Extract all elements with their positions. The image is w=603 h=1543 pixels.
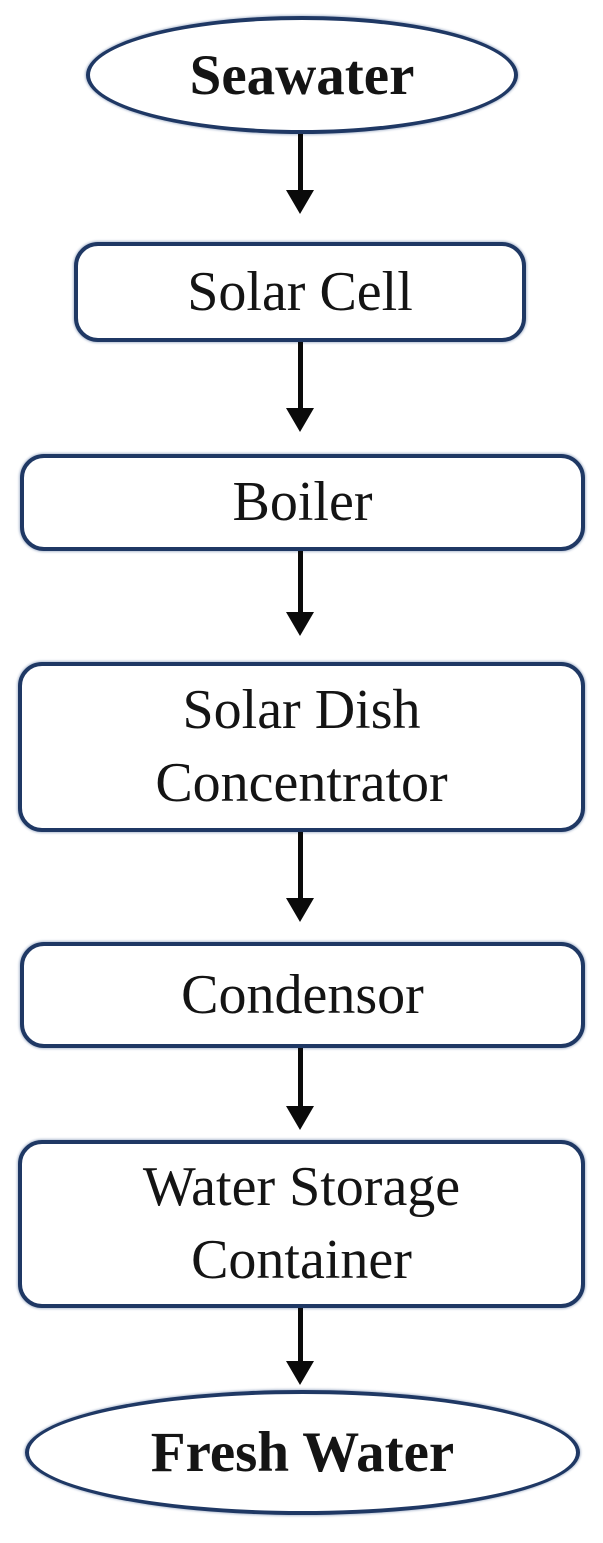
node-solar-cell: Solar Cell [74,242,526,342]
arrow-head-icon [286,612,314,636]
node-solar-cell-label: Solar Cell [187,260,413,323]
arrow-head-icon [286,898,314,922]
node-fresh-water-label: Fresh Water [150,1421,455,1484]
flow-arrow-6 [284,1308,316,1385]
arrow-head-icon [286,1361,314,1385]
node-solar-dish-concentrator-label: Solar Dish Concentrator [155,679,448,814]
node-seawater: Seawater [86,16,518,134]
flow-arrow-4 [284,832,316,922]
arrow-stem [297,832,303,898]
arrow-head-icon [286,1106,314,1130]
node-water-storage-container-label: Water Storage Container [142,1156,461,1291]
node-condensor: Condensor [20,942,585,1048]
arrow-stem [297,1308,303,1361]
node-seawater-label: Seawater [189,43,415,107]
flow-arrow-2 [284,342,316,432]
flow-arrow-5 [284,1048,316,1130]
arrow-stem [297,342,303,408]
arrow-head-icon [286,190,314,214]
node-boiler-label: Boiler [232,471,373,534]
node-boiler: Boiler [20,454,585,551]
arrow-stem [297,1048,303,1106]
flow-arrow-3 [284,551,316,636]
node-solar-dish-concentrator: Solar Dish Concentrator [18,662,585,832]
arrow-head-icon [286,408,314,432]
node-fresh-water: Fresh Water [25,1390,580,1515]
arrow-stem [297,551,303,612]
arrow-stem [297,134,303,190]
node-water-storage-container: Water Storage Container [18,1140,585,1308]
node-condensor-label: Condensor [181,963,424,1026]
flow-arrow-1 [284,134,316,214]
